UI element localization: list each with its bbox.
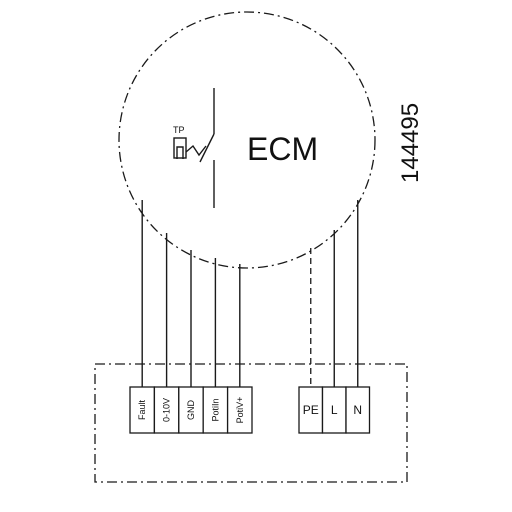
terminal-label-n: N	[353, 403, 362, 417]
terminal-label-gnd: GND	[186, 400, 196, 421]
thermal-protector-label: TP	[173, 125, 185, 135]
terminal-gnd	[178, 386, 204, 434]
terminal-0-10v	[153, 386, 180, 434]
motor-label: ECM	[247, 131, 318, 167]
terminal-potiin	[202, 386, 229, 434]
control-terminal-block: Fault 0-10V GND PotiIn PotiV+	[129, 386, 253, 434]
terminal-label-fault: Fault	[137, 400, 147, 421]
terminal-n	[345, 386, 371, 434]
motor-housing-outline	[118, 11, 376, 269]
junction-box-outline	[94, 363, 408, 483]
terminal-label-0-10v: 0-10V	[162, 398, 172, 422]
wire-group	[141, 200, 359, 387]
terminal-label-pe: PE	[303, 403, 319, 417]
drawing-number: 144495	[397, 103, 424, 183]
terminal-potiv-	[226, 386, 253, 434]
thermal-protector-icon	[173, 137, 187, 159]
terminal-label-l: L	[331, 403, 338, 417]
terminal-label-potiv-: PotiV+	[235, 397, 245, 424]
terminal-label-potiin: PotiIn	[210, 398, 220, 421]
power-terminal-block: PE L N	[298, 386, 371, 434]
motor-switch-symbol	[185, 88, 215, 208]
terminal-fault	[129, 386, 156, 434]
